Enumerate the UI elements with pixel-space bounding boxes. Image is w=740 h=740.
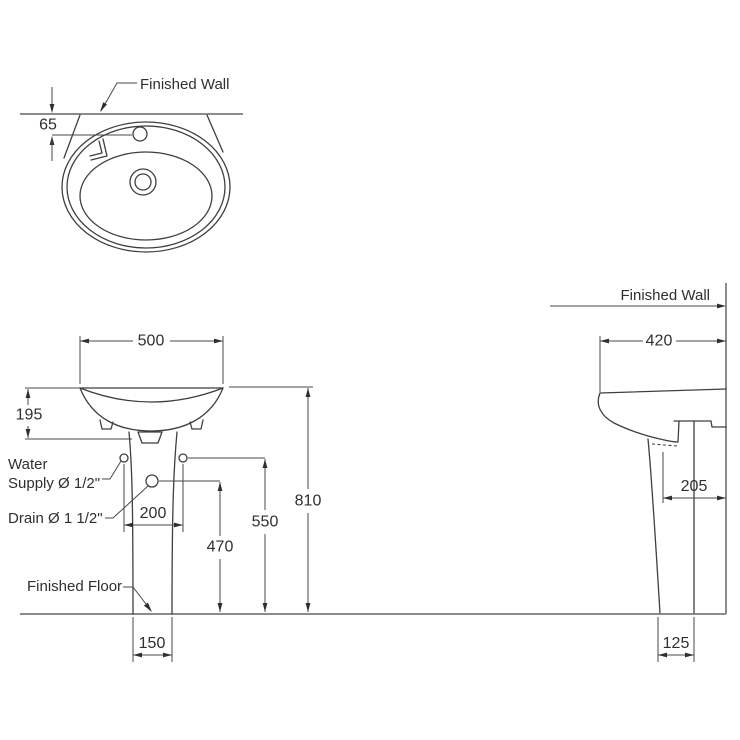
leader-arrowhead-icon <box>100 102 107 112</box>
side-wall-bracket <box>673 420 727 428</box>
finished-wall-label: Finished Wall <box>140 76 229 93</box>
pedestal-right-edge <box>171 431 178 615</box>
dim-125-value: 125 <box>663 635 690 652</box>
top-view: Finished Wall 65 <box>20 76 243 253</box>
dim-205-left-arrowhead-icon <box>663 495 672 501</box>
dim-500-value: 500 <box>138 333 165 350</box>
dim-420-right-arrowhead-icon <box>717 338 726 344</box>
finished-wall-leader-line <box>100 82 137 112</box>
dim-125-left-arrowhead-icon <box>658 652 667 658</box>
side-basin-top-edge <box>599 388 727 394</box>
dim-550-down-arrowhead-icon <box>262 603 268 612</box>
sink-basin-edge <box>79 151 213 241</box>
drain-inner-circle <box>134 173 152 191</box>
dim-810-up-arrowhead-icon <box>305 388 311 397</box>
water-supply-label-line2: Supply Ø 1/2" <box>8 475 100 492</box>
dim-470-value: 470 <box>207 539 234 556</box>
faucet-hole <box>132 126 148 142</box>
dim-150-value: 150 <box>139 635 166 652</box>
dim-550-value: 550 <box>252 514 279 531</box>
dim-420-value: 420 <box>646 333 673 350</box>
finished-floor-leader-line <box>123 586 150 609</box>
sink-back-left-edge <box>63 114 81 159</box>
dim-550-up-arrowhead-icon <box>262 459 268 468</box>
side-pedestal-front-edge <box>647 438 661 614</box>
dim-150-left-arrowhead-icon <box>133 652 142 658</box>
dim-810-value: 810 <box>295 493 322 510</box>
dim-470-up-arrowhead-icon <box>217 482 223 491</box>
side-wall-arrowhead-icon <box>717 303 726 309</box>
dim-470-down-arrowhead-icon <box>217 603 223 612</box>
side-basin-profile <box>597 392 679 443</box>
overflow-detail <box>137 431 163 444</box>
basin-left-tab <box>99 419 114 430</box>
sink-back-right-edge <box>206 114 224 153</box>
dim-125-right-arrowhead-icon <box>685 652 694 658</box>
dim-195-up-arrowhead-icon <box>25 389 31 398</box>
pedestal-left-edge <box>128 431 134 615</box>
dim-150-right-arrowhead-icon <box>163 652 172 658</box>
dim-810-down-arrowhead-icon <box>305 603 311 612</box>
dim-65-value: 65 <box>39 117 57 134</box>
side-hidden-edge <box>651 443 678 447</box>
faucet-lever-outline-b <box>89 140 103 157</box>
water-supply-hole-right <box>178 453 188 463</box>
dim-500-left-arrowhead-icon <box>80 338 89 344</box>
sink-outer-rim <box>61 121 231 253</box>
basin-inner-arc <box>79 387 224 403</box>
dim-200-right-arrowhead-icon <box>174 522 183 528</box>
dim-65-down-arrowhead-icon <box>49 104 55 113</box>
finished-floor-label: Finished Floor <box>27 578 122 595</box>
side-finished-wall-label: Finished Wall <box>621 287 710 304</box>
sink-inner-rim <box>66 125 226 249</box>
water-supply-label-line1: Water <box>8 456 47 473</box>
dim-205-value: 205 <box>681 478 708 495</box>
dim-500-right-arrowhead-icon <box>214 338 223 344</box>
side-view: Finished Wall 420 205 125 <box>550 283 727 662</box>
dim-200-left-arrowhead-icon <box>124 522 133 528</box>
dim-195-down-arrowhead-icon <box>25 429 31 438</box>
dim-420-left-arrowhead-icon <box>600 338 609 344</box>
drain-label: Drain Ø 1 1/2" <box>8 510 103 527</box>
dim-200-value: 200 <box>140 505 167 522</box>
basin-bowl-curve <box>79 387 224 432</box>
floor-leader-arrowhead-icon <box>143 602 152 612</box>
dim-195-value: 195 <box>16 407 43 424</box>
side-trap-back-edge <box>677 420 680 443</box>
dim-205-right-arrowhead-icon <box>717 495 726 501</box>
water-supply-leader-line <box>102 460 122 480</box>
front-view: 500 195 Water Supply Ø 1/2" Drain Ø 1 1/… <box>8 333 322 662</box>
basin-right-tab <box>189 419 204 430</box>
drain-leader-line <box>105 485 149 519</box>
water-supply-hole-left <box>119 453 129 463</box>
faucet-lever-outline-a <box>90 138 108 161</box>
drain-outer-circle <box>129 168 157 196</box>
drain-hole <box>145 474 159 488</box>
